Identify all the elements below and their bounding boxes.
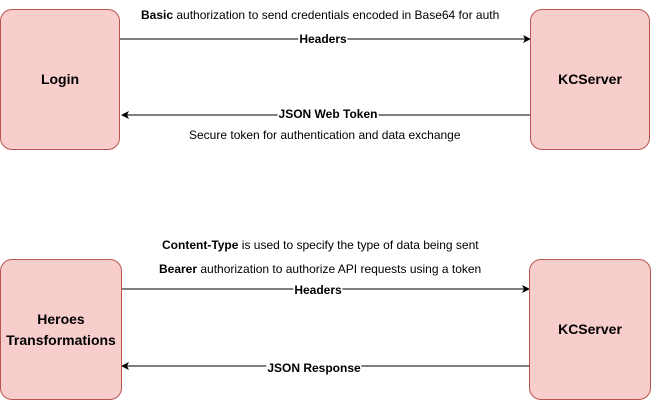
top-response-edge-label: JSON Web Token: [277, 107, 379, 121]
kcserver-node-top: KCServer: [530, 9, 650, 150]
secure-token-note: Secure token for authentication and data…: [189, 128, 461, 142]
heroes-transformations-node: Heroes Transformations: [0, 259, 122, 400]
top-request-edge-label: Headers: [298, 32, 348, 46]
basic-auth-note-text: authorization to send credentials encode…: [173, 8, 500, 22]
heroes-node-label: Heroes Transformations: [6, 310, 116, 348]
basic-auth-note-bold: Basic: [141, 8, 174, 22]
kcserver-node-bottom: KCServer: [529, 259, 651, 400]
bearer-auth-note-bold: Bearer: [159, 262, 198, 276]
bottom-response-edge-label: JSON Response: [266, 361, 362, 375]
bearer-auth-note: Bearer authorization to authorize API re…: [159, 262, 481, 276]
login-node: Login: [0, 9, 120, 150]
content-type-note-text: is used to specify the type of data bein…: [238, 238, 479, 252]
kcserver-bottom-label: KCServer: [558, 321, 622, 337]
basic-auth-note: Basic authorization to send credentials …: [141, 8, 499, 22]
bottom-request-edge-label: Headers: [293, 283, 343, 297]
secure-token-note-text: Secure token for authentication and data…: [189, 128, 461, 142]
bearer-auth-note-text: authorization to authorize API requests …: [197, 262, 482, 276]
login-node-label: Login: [40, 71, 80, 87]
content-type-note-bold: Content-Type: [162, 238, 239, 252]
kcserver-top-label: KCServer: [558, 71, 622, 87]
content-type-note: Content-Type is used to specify the type…: [162, 238, 479, 252]
